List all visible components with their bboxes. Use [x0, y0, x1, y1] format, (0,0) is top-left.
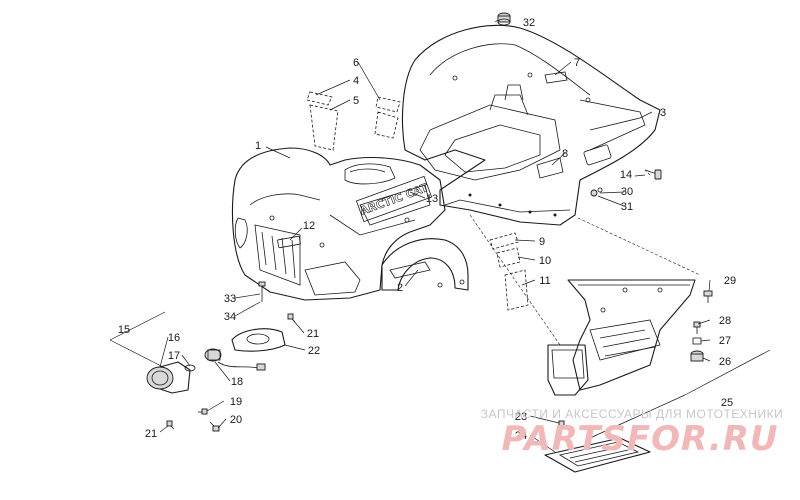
rear-fender: [401, 24, 661, 226]
explosion-line-fastener: [644, 169, 651, 176]
bracket-25: [589, 349, 771, 439]
cap-32: [497, 12, 511, 26]
fastener-26: [690, 350, 704, 362]
decal-8: [536, 157, 564, 179]
callout-30: 30: [621, 186, 633, 198]
decal-5: [309, 104, 339, 151]
decal-6b: [374, 111, 399, 139]
watermark-brand: PARTSFOR.RU: [501, 419, 778, 459]
callout-25: 25: [721, 397, 733, 409]
callout-5: 5: [353, 95, 359, 107]
footwell-assembly: [547, 279, 696, 396]
callout-13: 13: [426, 193, 438, 205]
decal-9: [489, 232, 519, 250]
callout-34: 34: [224, 311, 236, 323]
headlight-bezel-22: [231, 328, 286, 352]
bolt-33-34: [258, 281, 266, 302]
bracket-15: [109, 311, 166, 369]
headlight-16: [146, 361, 191, 394]
decal-4: [306, 91, 333, 106]
callout-29: 29: [724, 275, 736, 287]
callout-8: 8: [562, 148, 568, 160]
callout-15: 15: [118, 324, 130, 336]
screw-19: [198, 408, 208, 415]
decal-11: [504, 269, 529, 311]
callout-20: 20: [230, 414, 242, 426]
callout-19: 19: [230, 396, 242, 408]
callout-6: 6: [353, 57, 359, 69]
front-fender: [231, 147, 446, 301]
fastener-28: [693, 321, 701, 334]
screw-20: [209, 421, 220, 432]
callout-21-left: 21: [145, 428, 157, 440]
fastener-27: [692, 337, 702, 345]
screw-14: [644, 169, 662, 180]
callout-27: 27: [719, 335, 731, 347]
callout-18: 18: [231, 376, 243, 388]
decal-7: [544, 71, 568, 84]
callout-31: 31: [621, 201, 633, 213]
callout-9: 9: [539, 236, 545, 248]
callout-23: 23: [515, 411, 527, 423]
watermark: ЗАПЧАСТИ И АКСЕССУАРЫ ДЛЯ МОТОТЕХНИКИ PA…: [481, 407, 783, 459]
callout-16: 16: [168, 332, 180, 344]
screw-21b: [166, 420, 175, 430]
decal-10: [496, 247, 521, 268]
callout-24: 24: [515, 430, 527, 442]
fastener-29: [703, 290, 713, 303]
socket-harness-18: [204, 348, 266, 371]
arctic-cat-decal: ARCTIC CAT: [355, 175, 433, 223]
callout-28: 28: [719, 315, 731, 327]
floor-plate: [544, 437, 651, 473]
callout-11: 11: [539, 275, 550, 287]
callout-10: 10: [539, 255, 551, 267]
callout-33: 33: [224, 293, 236, 305]
callout-21-right: 21: [307, 328, 319, 340]
callout-3: 3: [660, 107, 666, 119]
callout-32: 32: [523, 17, 535, 29]
callout-2: 2: [397, 282, 403, 294]
explosion-line-floor-left: [469, 214, 561, 346]
callout-labels: 1 2 3 4 5 6 7 8 9 10 11 12 13 14 15 16 1…: [118, 17, 736, 442]
callout-7: 7: [574, 57, 580, 69]
explosion-line-floor: [577, 217, 701, 276]
callout-26: 26: [719, 356, 731, 368]
front-wheel-arch: [381, 238, 469, 291]
callout-14: 14: [620, 169, 632, 181]
callout-1: 1: [255, 140, 261, 152]
screw-23: [558, 420, 565, 432]
callout-17: 17: [168, 350, 180, 362]
callout-4: 4: [353, 75, 359, 87]
screw-30-31: [590, 189, 598, 197]
leader-lines: [159, 19, 711, 453]
callout-12: 12: [303, 220, 315, 232]
decal-brand-text: ARCTIC CAT: [358, 181, 430, 218]
callout-22: 22: [308, 345, 320, 357]
decal-6: [375, 96, 401, 113]
watermark-tagline: ЗАПЧАСТИ И АКСЕССУАРЫ ДЛЯ МОТОТЕХНИКИ: [481, 407, 783, 421]
bulb-17: [184, 364, 196, 372]
